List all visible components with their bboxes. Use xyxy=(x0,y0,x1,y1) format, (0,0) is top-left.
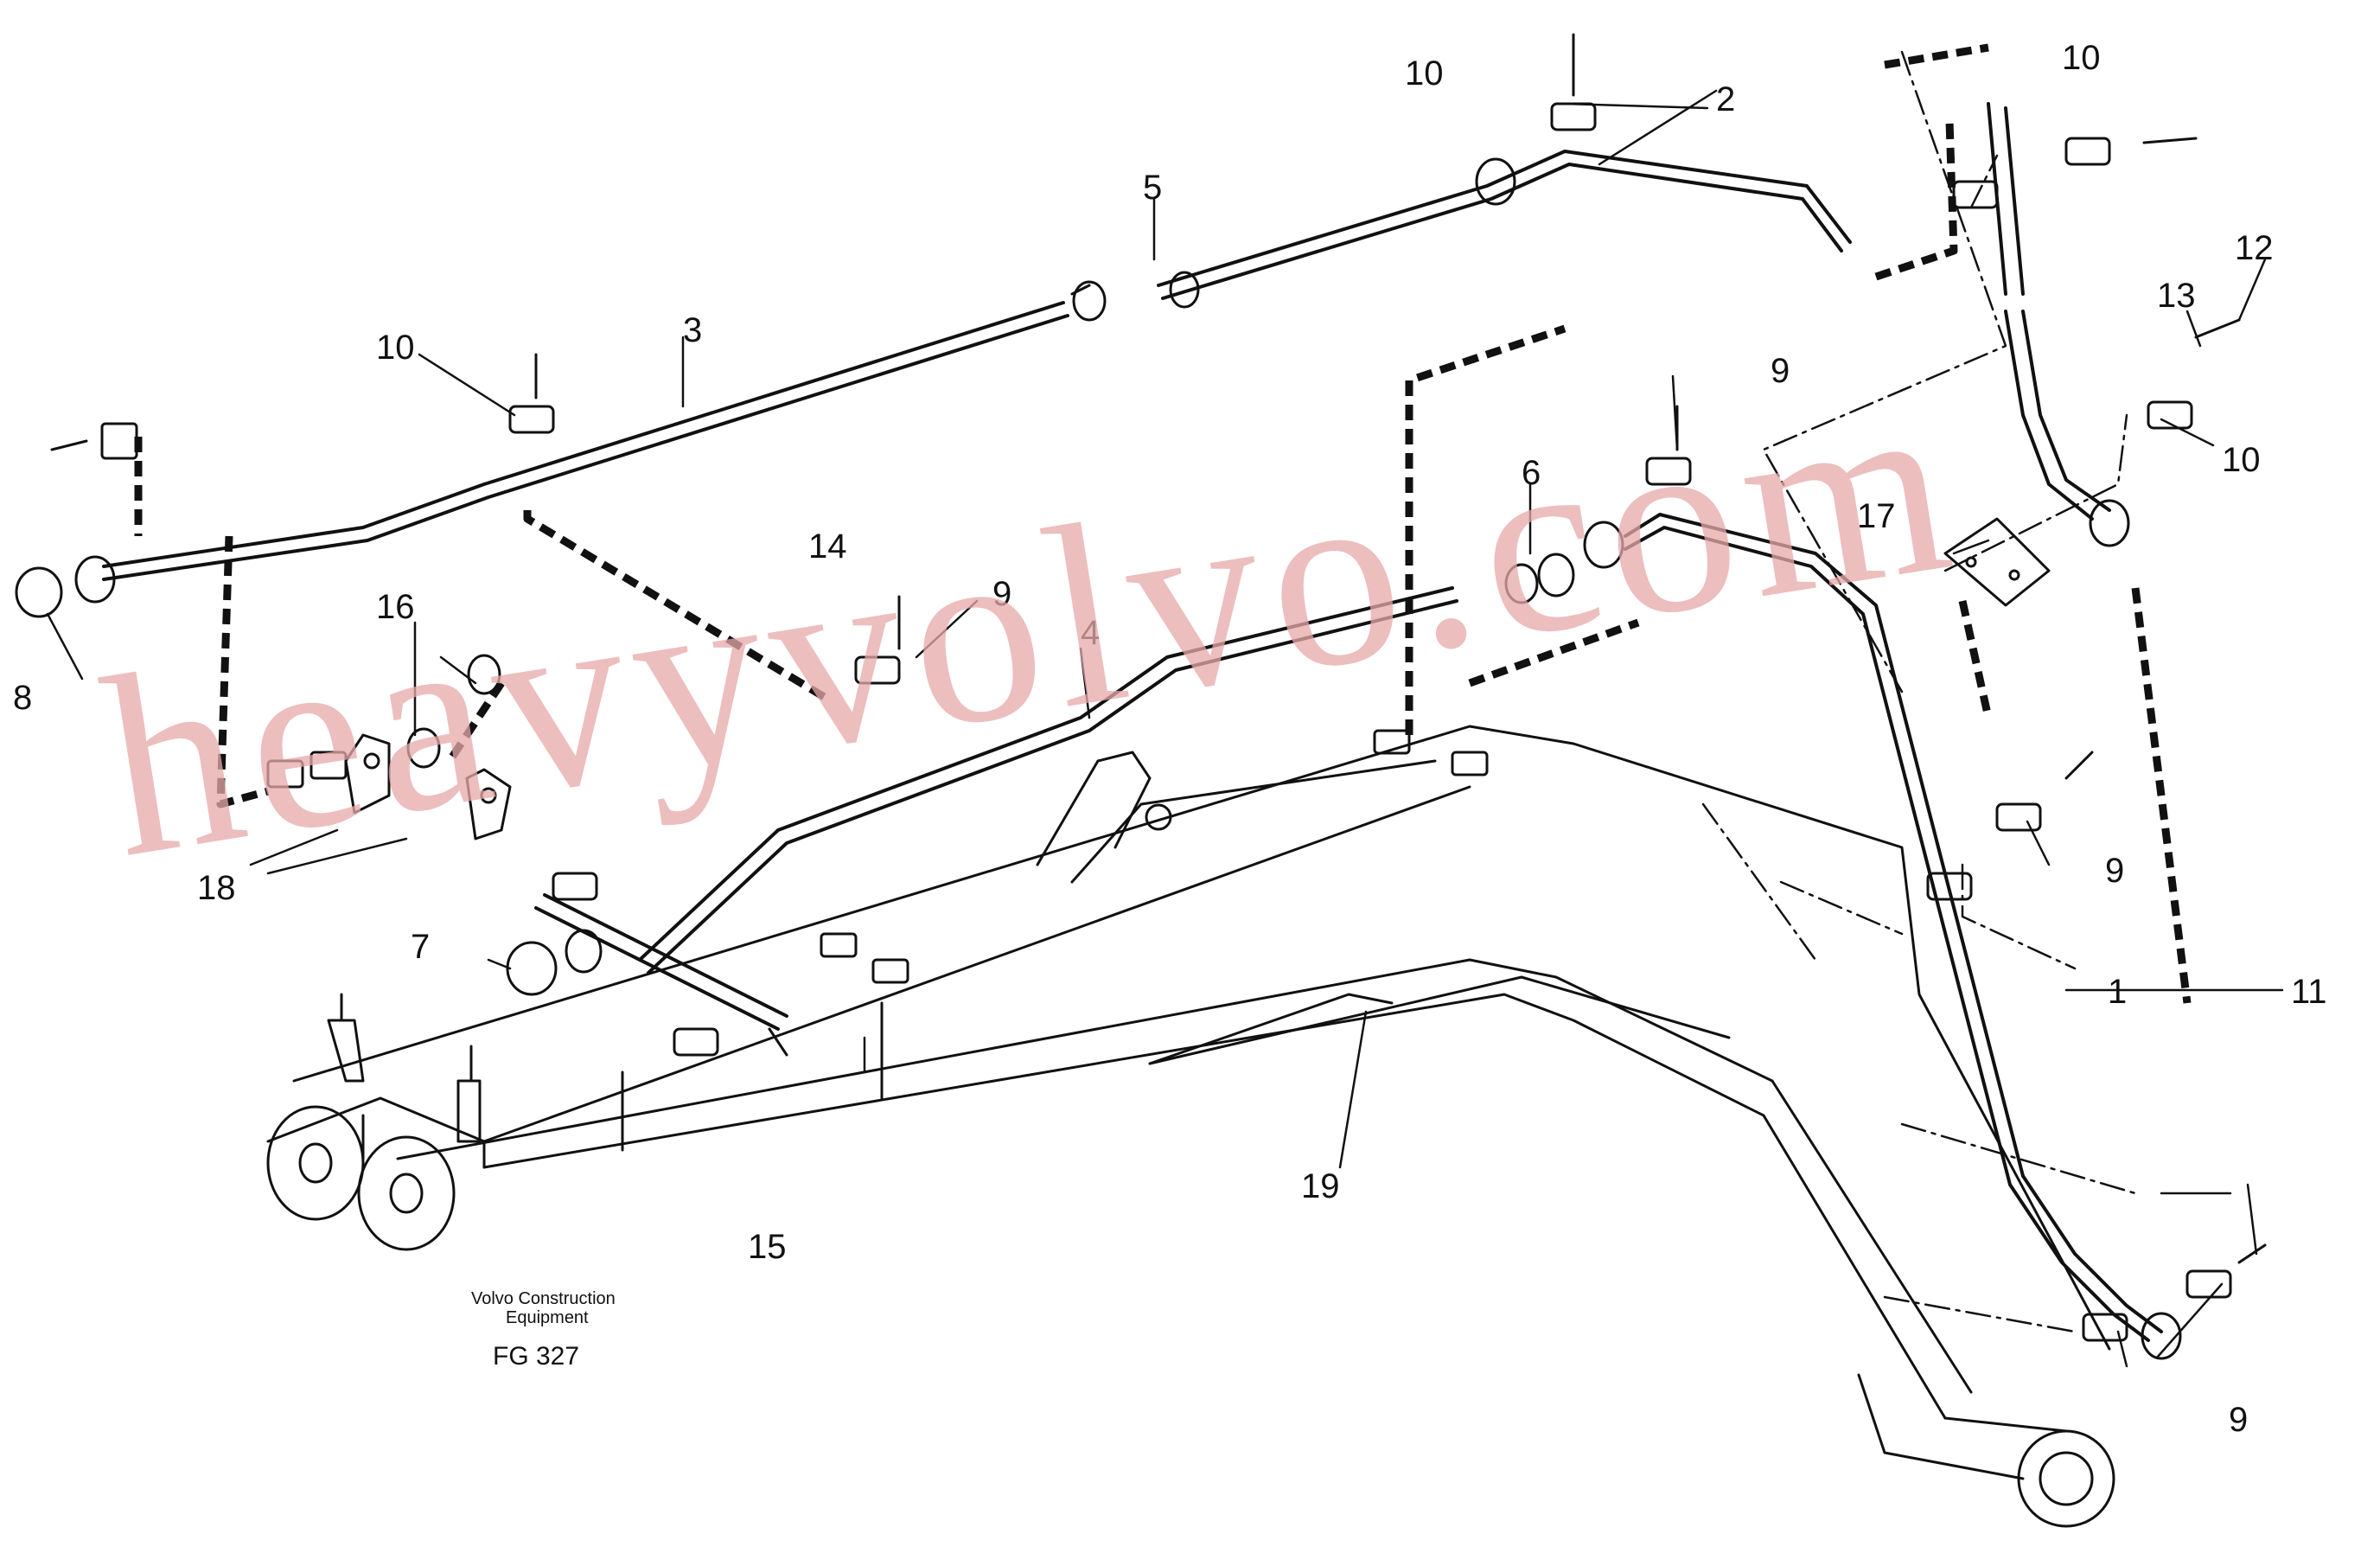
clamps xyxy=(50,33,2267,1342)
callout-labels: 1 2 3 4 5 6 7 8 9 9 9 9 10 10 10 10 11 1… xyxy=(13,39,2327,1439)
callout-14: 14 xyxy=(808,527,847,566)
pipe-vertical-right xyxy=(1987,102,2111,521)
callout-9a: 9 xyxy=(1771,352,1790,390)
callout-18: 18 xyxy=(197,869,236,907)
callout-5: 5 xyxy=(1143,169,1162,207)
alignment-lines xyxy=(1701,50,2137,1333)
callout-leaders xyxy=(46,89,2284,1368)
boom-outline xyxy=(266,725,2115,1528)
manufacturer-line-1: Volvo Construction xyxy=(471,1289,616,1308)
callout-10d: 10 xyxy=(2222,441,2261,479)
figure-caption: Volvo Construction Equipment FG 327 xyxy=(471,1289,616,1371)
callout-10c: 10 xyxy=(376,329,415,367)
callout-10b: 10 xyxy=(2062,39,2101,77)
callout-13: 13 xyxy=(2157,277,2196,315)
callout-4: 4 xyxy=(1081,614,1100,652)
callout-3: 3 xyxy=(683,311,702,349)
figure-code: FG 327 xyxy=(493,1342,579,1371)
pipe-2 xyxy=(1157,150,1852,300)
callout-16: 16 xyxy=(376,588,415,626)
callout-7: 7 xyxy=(411,928,430,966)
callout-2: 2 xyxy=(1716,80,1735,118)
callout-8: 8 xyxy=(13,679,32,717)
callout-11: 11 xyxy=(2291,973,2327,1011)
callout-9c: 9 xyxy=(2105,852,2124,890)
callout-6: 6 xyxy=(1522,454,1541,492)
callout-12: 12 xyxy=(2235,229,2274,267)
pipe-lower-left xyxy=(534,893,788,1031)
pipe-1 xyxy=(1624,513,2163,1342)
fittings xyxy=(15,157,2182,1360)
callout-17: 17 xyxy=(1857,497,1896,535)
callout-1: 1 xyxy=(2108,973,2127,1011)
callout-10a: 10 xyxy=(1405,54,1444,93)
callout-19: 19 xyxy=(1301,1167,1340,1205)
connection-leaders xyxy=(134,43,2192,1004)
callout-9b: 9 xyxy=(992,575,1011,613)
callout-15: 15 xyxy=(748,1228,787,1266)
pipe-3 xyxy=(102,301,1069,581)
pipe-4 xyxy=(638,586,1458,975)
callout-9d: 9 xyxy=(2229,1401,2248,1439)
manufacturer-line-2: Equipment xyxy=(506,1308,589,1327)
